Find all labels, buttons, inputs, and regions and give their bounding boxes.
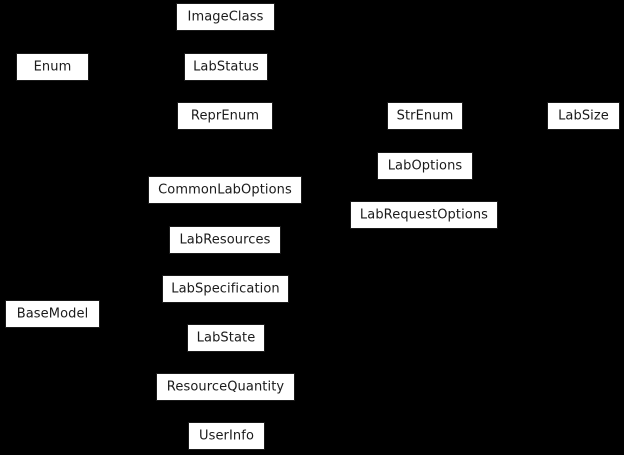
class-node-label: LabSpecification bbox=[171, 281, 280, 296]
edge-basemodel-to-resourcequantity bbox=[100, 313, 156, 388]
class-node-label: ImageClass bbox=[187, 9, 264, 24]
class-node-laboptions[interactable]: LabOptions bbox=[377, 152, 473, 180]
class-node-reprenum[interactable]: ReprEnum bbox=[177, 102, 273, 130]
class-node-labsize[interactable]: LabSize bbox=[547, 102, 620, 130]
class-node-label: ReprEnum bbox=[190, 108, 260, 123]
class-node-commonlaboptions[interactable]: CommonLabOptions bbox=[148, 176, 302, 204]
class-node-labresources[interactable]: LabResources bbox=[169, 226, 281, 254]
class-node-label: UserInfo bbox=[198, 428, 255, 443]
class-node-labstate[interactable]: LabState bbox=[187, 324, 265, 352]
class-node-label: LabOptions bbox=[387, 158, 463, 173]
class-node-resourcequantity[interactable]: ResourceQuantity bbox=[156, 373, 295, 401]
class-node-labrequestoptions[interactable]: LabRequestOptions bbox=[350, 201, 498, 229]
edge-commonlaboptions-to-labrequestoptions bbox=[302, 189, 350, 216]
edge-basemodel-to-labstate bbox=[100, 313, 187, 339]
class-node-label: Enum bbox=[33, 59, 72, 74]
class-node-label: LabState bbox=[196, 330, 256, 345]
class-node-label: LabSize bbox=[558, 108, 609, 123]
edge-enum-to-reprenum bbox=[89, 66, 177, 117]
class-node-label: StrEnum bbox=[396, 108, 454, 123]
class-node-label: LabResources bbox=[179, 232, 271, 247]
class-node-strenum[interactable]: StrEnum bbox=[387, 102, 463, 130]
edge-enum-to-imageclass bbox=[89, 16, 176, 68]
class-node-labspecification[interactable]: LabSpecification bbox=[162, 275, 289, 303]
class-node-enum[interactable]: Enum bbox=[16, 53, 89, 81]
class-node-label: BaseModel bbox=[16, 306, 89, 321]
class-node-userinfo[interactable]: UserInfo bbox=[188, 422, 265, 450]
edge-basemodel-to-labspecification bbox=[100, 288, 162, 315]
class-node-label: CommonLabOptions bbox=[158, 182, 292, 197]
class-node-labstatus[interactable]: LabStatus bbox=[184, 53, 268, 81]
class-node-imageclass[interactable]: ImageClass bbox=[176, 3, 275, 31]
class-node-basemodel[interactable]: BaseModel bbox=[5, 300, 100, 328]
class-node-label: LabRequestOptions bbox=[359, 207, 489, 222]
edge-basemodel-to-commonlaboptions bbox=[100, 189, 148, 315]
class-node-label: ResourceQuantity bbox=[166, 379, 285, 394]
class-node-label: LabStatus bbox=[193, 59, 259, 74]
edge-basemodel-to-labresources bbox=[100, 239, 169, 315]
